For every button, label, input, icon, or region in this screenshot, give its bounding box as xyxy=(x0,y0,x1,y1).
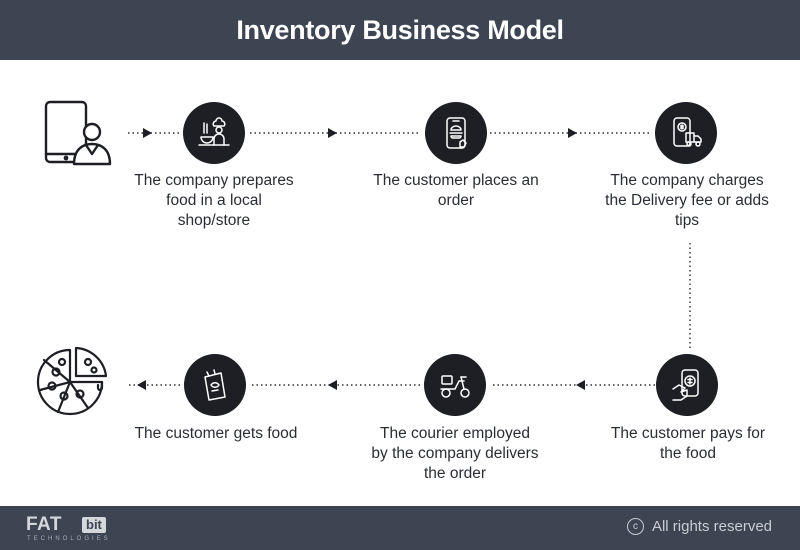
step-node-gets xyxy=(184,354,246,416)
arrow-left-icon xyxy=(137,380,146,390)
scooter-icon xyxy=(440,375,470,398)
fatbit-logo: FAT bit TECHNOLOGIES xyxy=(26,514,126,544)
tablet-user-icon xyxy=(44,100,112,166)
phone-order-icon xyxy=(446,117,467,149)
pizza-icon xyxy=(36,346,108,416)
flow-diagram: The company prepares food in a local sho… xyxy=(0,60,800,506)
step-label-prepare: The company prepares food in a local sho… xyxy=(134,172,294,229)
step-node-prepare xyxy=(183,102,245,164)
step-node-order xyxy=(425,102,487,164)
copyright-notice: c All rights reserved xyxy=(626,518,772,535)
arrow-right-icon xyxy=(568,128,577,138)
step-label-deliver: The courier employed by the company deli… xyxy=(371,425,539,482)
food-bag-icon xyxy=(204,369,226,401)
arrow-right-icon xyxy=(143,128,152,138)
step-label-order: The customer places an order xyxy=(373,172,539,209)
logo-subtext: TECHNOLOGIES xyxy=(27,536,111,542)
logo-text: FAT xyxy=(26,514,62,535)
step-node-pay xyxy=(656,354,718,416)
arrow-right-icon xyxy=(328,128,337,138)
chef-icon xyxy=(198,117,230,146)
logo-badge: bit xyxy=(82,517,106,533)
footer-bar: FAT bit TECHNOLOGIES c All rights reserv… xyxy=(0,506,800,550)
copyright-icon: c xyxy=(626,518,644,535)
step-label-gets: The customer gets food xyxy=(134,425,298,442)
step-label-charge: The company charges the Delivery fee or … xyxy=(605,172,769,229)
rights-text: All rights reserved xyxy=(651,518,772,535)
arrow-left-icon xyxy=(576,380,585,390)
step-node-deliver xyxy=(424,354,486,416)
arrow-left-icon xyxy=(328,380,337,390)
flow-connectors xyxy=(128,128,691,390)
phone-payment-truck-icon xyxy=(673,117,702,147)
header-bar: Inventory Business Model xyxy=(0,0,800,60)
hand-payment-icon xyxy=(672,369,699,401)
page-title: Inventory Business Model xyxy=(236,14,564,45)
step-node-charge xyxy=(655,102,717,164)
step-label-pay: The customer pays for the food xyxy=(610,425,766,462)
